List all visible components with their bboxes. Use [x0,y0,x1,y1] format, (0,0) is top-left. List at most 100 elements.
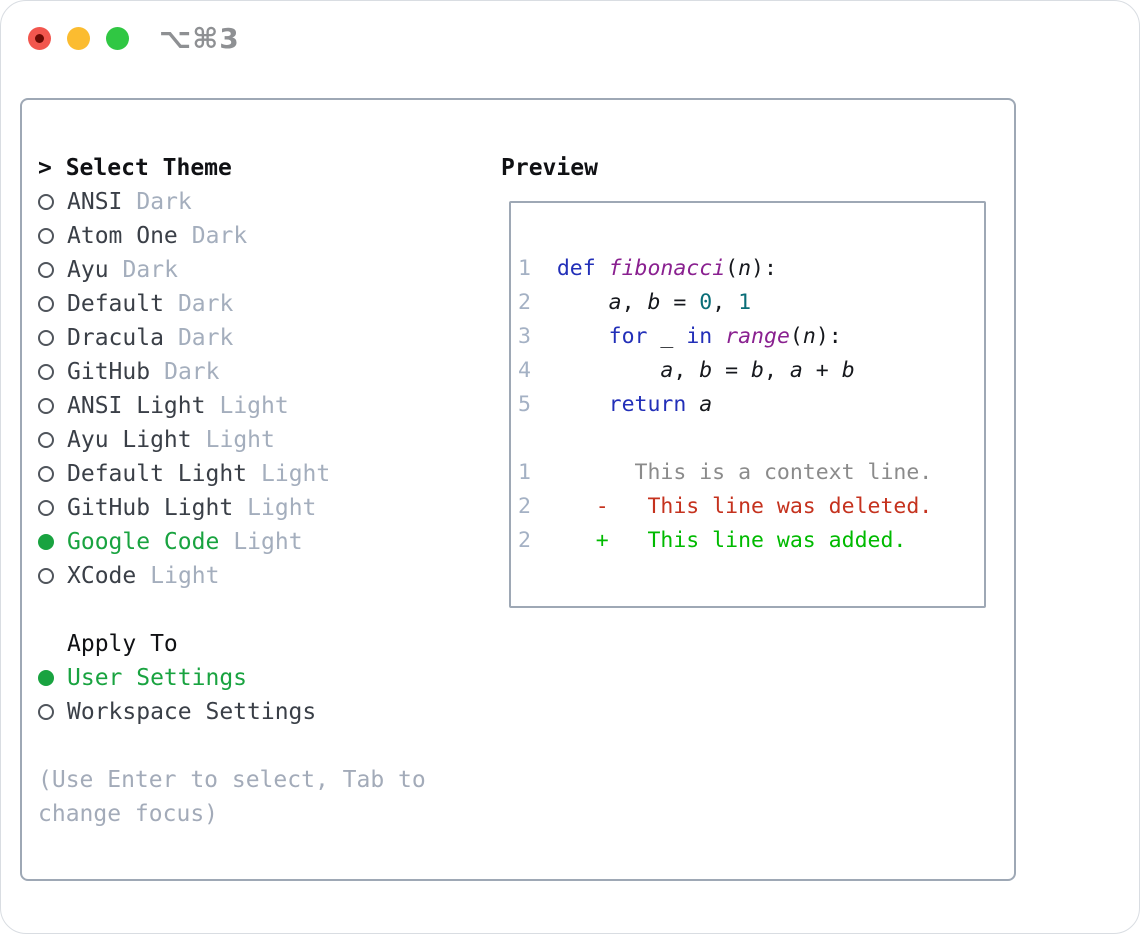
code-token: + This line was added. [595,528,907,553]
theme-option[interactable]: Google Code Light [38,525,426,559]
code-token: ): [751,256,777,281]
code-token: 1 [518,460,531,485]
code-token [712,324,725,349]
help-text-line: change focus) [38,801,219,827]
radio-icon [38,364,54,380]
theme-option-variant: Dark [136,189,192,215]
radio-icon [38,568,54,584]
apply-to-option-name: Workspace Settings [67,699,317,725]
code-token [531,460,635,485]
theme-option[interactable]: GitHub Dark [38,355,426,389]
code-token [531,290,609,315]
code-token [686,392,699,417]
code-token: 1 [738,290,752,315]
code-token: a [660,358,674,383]
code-token: n [738,256,752,281]
code-token: range [725,324,790,349]
theme-option-name: GitHub [67,359,151,385]
theme-option-variant: Dark [177,325,234,351]
help-text-line: (Use Enter to select, Tab to [38,767,426,793]
theme-option-name: Default [67,291,164,317]
theme-option[interactable]: Atom One Dark [38,219,426,253]
theme-list: ANSI Dark Atom One Dark Ayu Dark Default… [38,185,426,593]
theme-option-variant: Light [261,461,331,487]
theme-option[interactable]: XCode Light [38,559,426,593]
theme-option-name: GitHub Light [67,495,234,521]
code-line: 2 a, b = 0, 1 [518,286,978,320]
theme-option-variant: Light [247,495,317,521]
theme-option-variant: Light [150,563,220,589]
theme-option[interactable]: ANSI Dark [38,185,426,219]
radio-icon [38,330,54,346]
code-token: , [621,290,648,315]
radio-selected-icon [38,534,54,550]
theme-option-name: Default Light [67,461,248,487]
code-line [518,422,978,456]
code-token: , [673,358,700,383]
code-token: return [608,392,687,417]
code-line: 4 a, b = b, a + b [518,354,978,388]
theme-list-column: > Select Theme ANSI Dark Atom One Dark A… [38,151,426,831]
theme-option-name: Atom One [67,223,178,249]
select-theme-header-label: Select Theme [65,155,232,181]
code-token [647,324,660,349]
code-token [596,256,609,281]
code-token: 0 [699,290,713,315]
code-token: a [699,392,713,417]
code-token: b [647,290,661,315]
code-line: 1 This is a context line. [518,456,978,490]
minimize-button-icon[interactable] [67,26,90,50]
code-token: 2 [518,494,531,519]
code-token [531,392,609,417]
preview-header: Preview [501,155,598,181]
apply-to-option-name: User Settings [67,665,248,691]
window-shortcut-label: ⌥⌘3 [159,21,240,55]
theme-option[interactable]: Ayu Light Light [38,423,426,457]
apply-to-option[interactable]: User Settings [38,661,426,695]
code-token: - This line was deleted. [595,494,933,519]
theme-option[interactable]: GitHub Light Light [38,491,426,525]
theme-option[interactable]: Ayu Dark [38,253,426,287]
traffic-lights [28,26,129,50]
code-token: b [751,358,764,383]
radio-icon [38,500,54,516]
help-text: (Use Enter to select, Tab to change focus… [38,763,426,831]
code-token [531,324,609,349]
theme-option-name: Google Code [67,529,220,555]
theme-option-name: Ayu [67,257,109,283]
code-token: for [608,324,648,349]
theme-option[interactable]: Default Dark [38,287,426,321]
spacer [38,593,426,627]
theme-option-variant: Dark [164,359,220,385]
radio-icon [38,704,54,720]
close-button-icon[interactable] [28,26,51,50]
code-token: 4 [518,358,531,383]
select-theme-header: > Select Theme [38,151,426,185]
code-token: This is a context line. [634,460,933,485]
radio-selected-icon [38,670,54,686]
titlebar: ⌥⌘3 [1,1,1139,75]
code-token [673,324,686,349]
code-token: def [556,256,596,281]
code-token [531,494,596,519]
code-token: a [789,358,803,383]
code-token: n [802,324,816,349]
code-token [531,528,596,553]
spacer [38,729,426,763]
theme-option[interactable]: Default Light Light [38,457,426,491]
theme-option-variant: Light [233,529,303,555]
code-token: = [660,290,700,315]
code-token: , [764,358,790,383]
apply-to-option[interactable]: Workspace Settings [38,695,426,729]
code-token: fibonacci [608,256,726,281]
theme-option[interactable]: Dracula Dark [38,321,426,355]
theme-option-variant: Light [219,393,289,419]
theme-option-name: Ayu Light [67,427,192,453]
code-token: ( [789,324,803,349]
zoom-button-icon[interactable] [106,26,129,50]
theme-option-variant: Light [205,427,275,453]
code-token: b [841,358,855,383]
theme-option[interactable]: ANSI Light Light [38,389,426,423]
